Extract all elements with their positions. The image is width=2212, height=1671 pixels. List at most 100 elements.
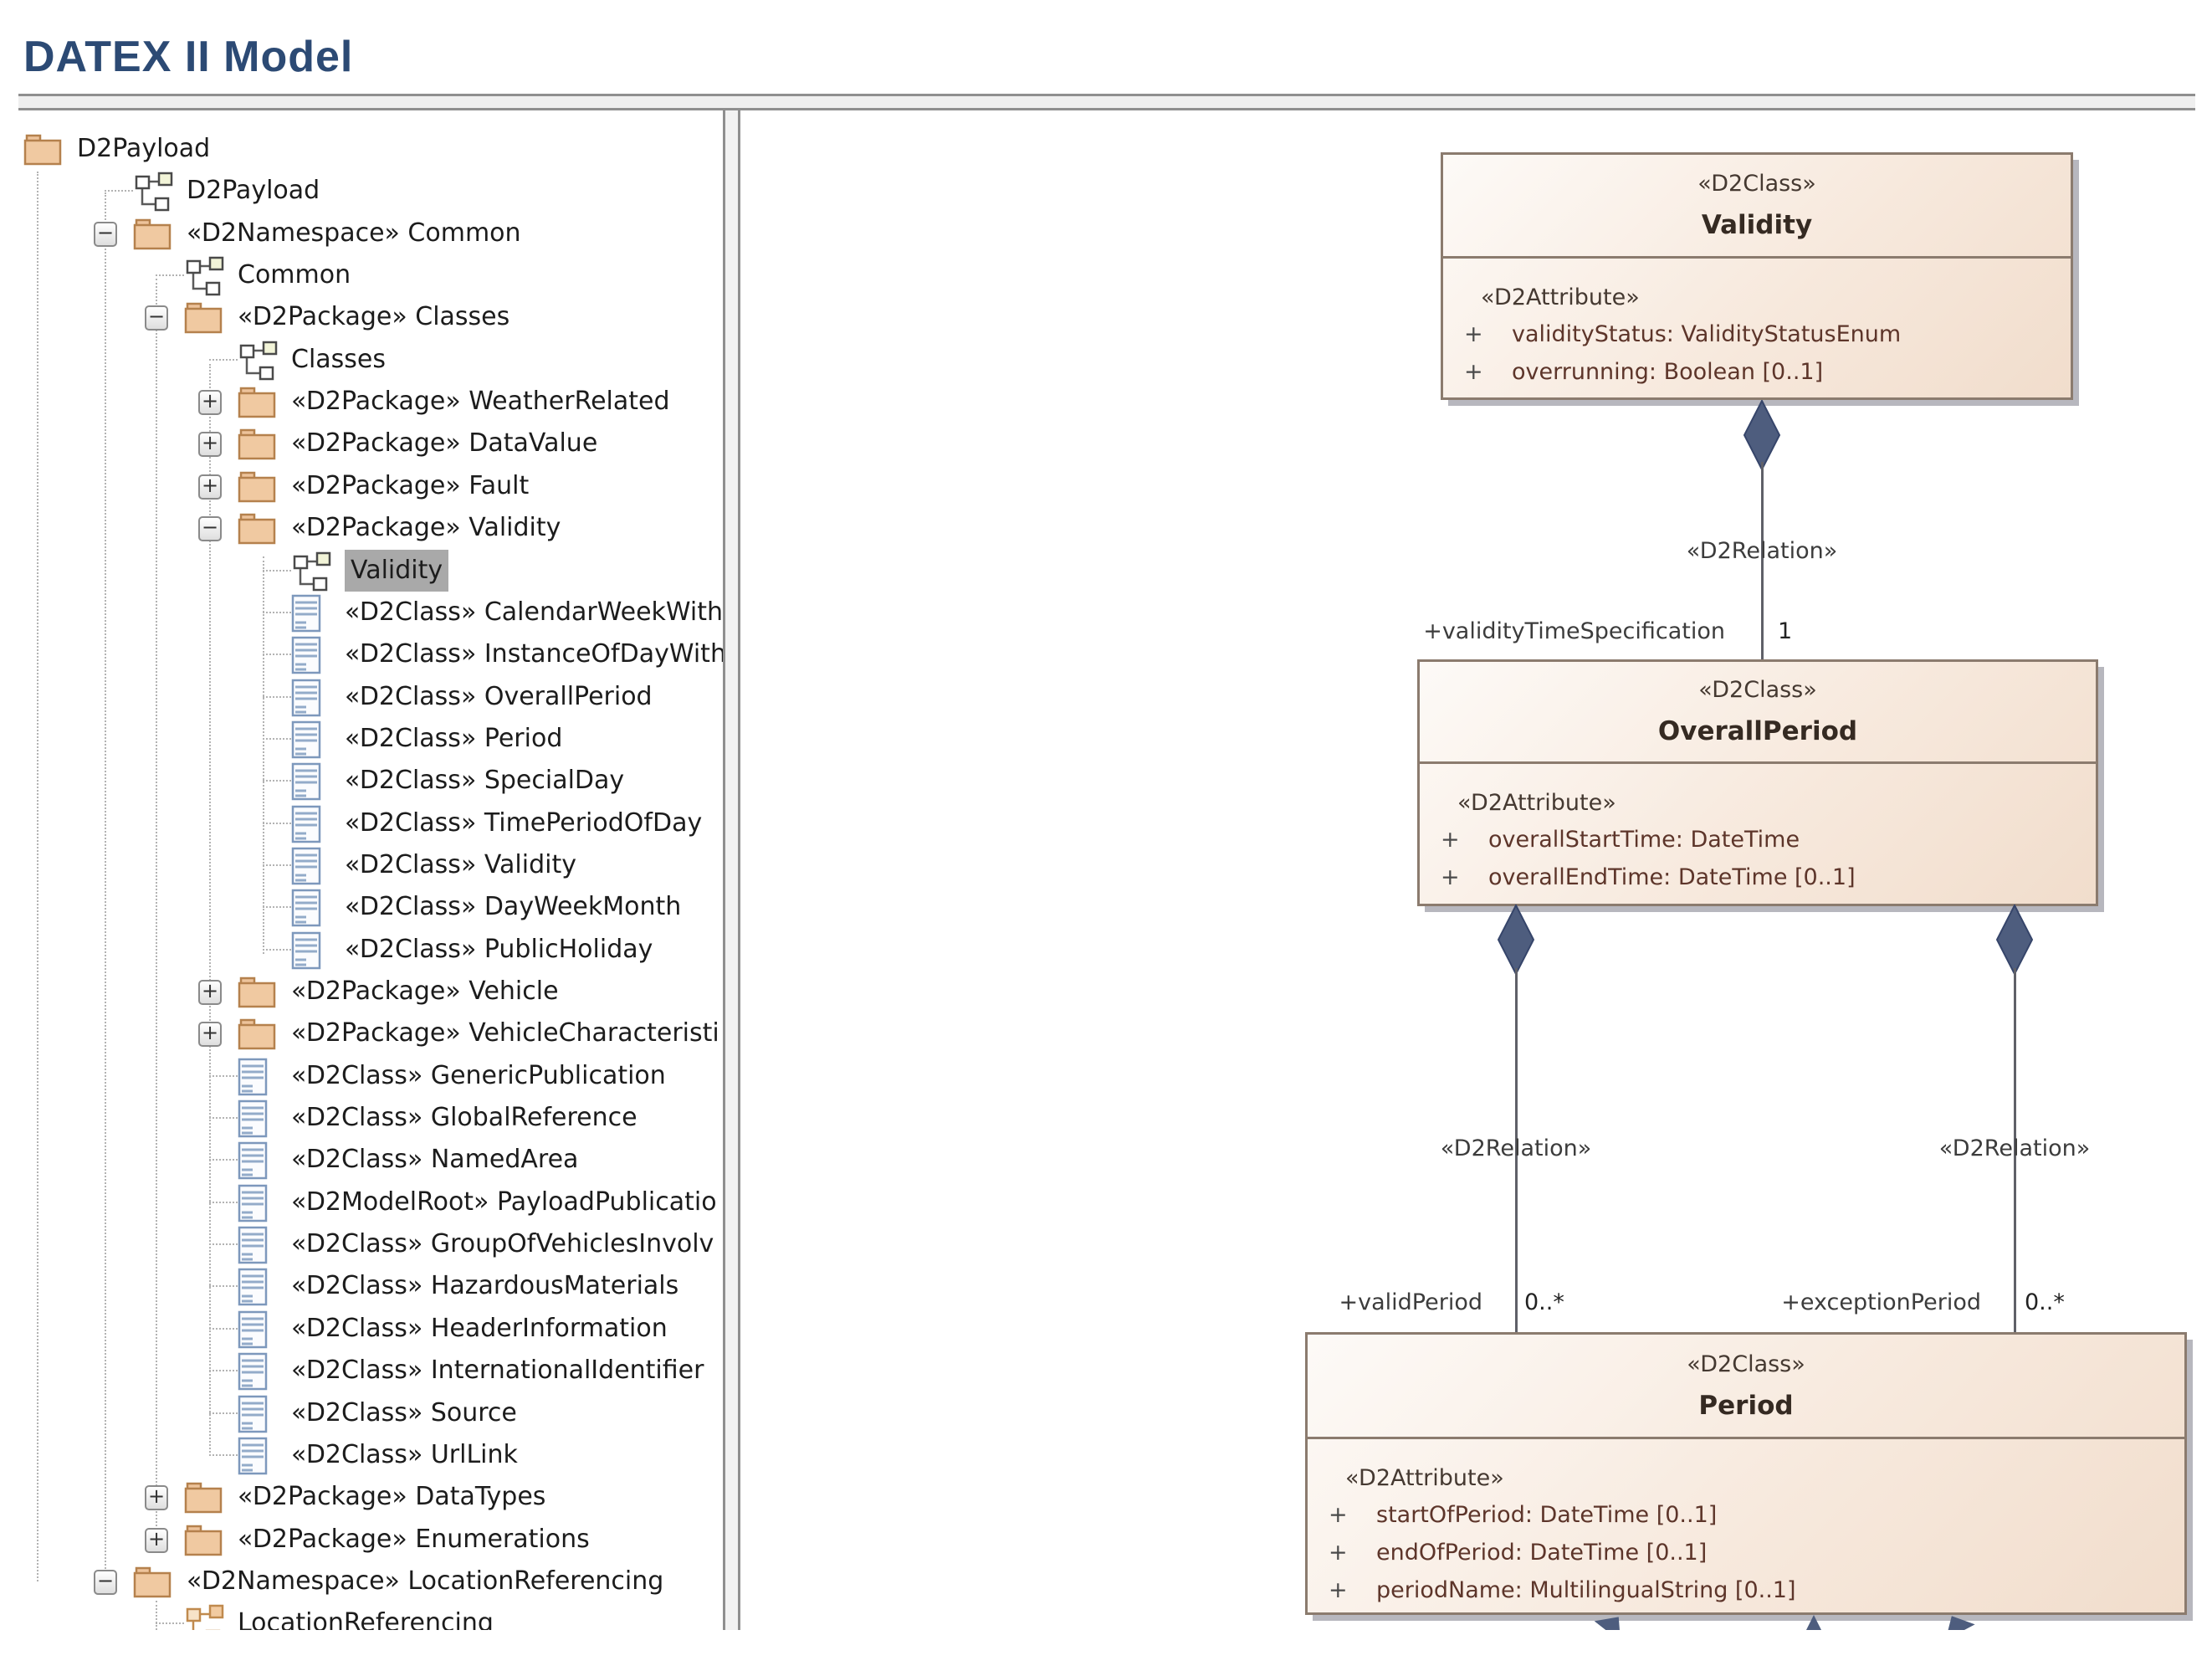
tree-item-label[interactable]: D2Payload xyxy=(187,176,320,206)
tree-item-label[interactable]: «D2Package» DataValue xyxy=(291,428,598,459)
tree-item-label[interactable]: «D2Package» Classes xyxy=(238,302,510,332)
tree-item[interactable]: «D2Package» DataTypes + xyxy=(0,1476,723,1518)
tree-item[interactable]: «D2Package» VehicleCharacteristi + xyxy=(0,1012,723,1054)
tree-item-label[interactable]: «D2Class» SpecialDay xyxy=(345,766,625,796)
tree-connector xyxy=(263,948,291,951)
tree-item[interactable]: D2Payload xyxy=(0,170,723,212)
tree-item[interactable]: «D2Package» Enumerations + xyxy=(0,1519,723,1561)
tree-item[interactable]: «D2Class» DayWeekMonth xyxy=(0,886,723,928)
tree-item-label[interactable]: «D2Class» InstanceOfDayWith xyxy=(345,639,723,669)
tree-item-label[interactable]: «D2Package» VehicleCharacteristi xyxy=(291,1018,719,1048)
tree-item[interactable]: «D2Package» Classes − xyxy=(0,296,723,338)
tree-item-label[interactable]: «D2Namespace» Common xyxy=(187,218,521,248)
tree-item-label[interactable]: «D2Class» GenericPublication xyxy=(291,1060,666,1090)
tree-item[interactable]: «D2Class» UrlLink xyxy=(0,1434,723,1476)
tree-item-label[interactable]: «D2Package» DataTypes xyxy=(238,1482,546,1512)
tree-item-label[interactable]: «D2Class» InternationalIdentifier xyxy=(291,1356,704,1386)
tree-item-label[interactable]: «D2Class» Source xyxy=(291,1397,517,1428)
tree-item-label[interactable]: Validity xyxy=(345,549,449,592)
tree-item-label[interactable]: «D2Class» PublicHoliday xyxy=(345,934,653,964)
tree-item-label[interactable]: «D2Class» GlobalReference xyxy=(291,1103,637,1133)
composition-diamond-icon xyxy=(1996,905,2033,975)
expander-minus-icon[interactable]: − xyxy=(198,516,222,542)
tree-item[interactable]: «D2Class» InstanceOfDayWith xyxy=(0,633,723,675)
class-box-validity[interactable]: «D2Class» Validity «D2Attribute» +validi… xyxy=(1441,152,2073,400)
tree-item[interactable]: «D2Package» Validity − xyxy=(0,507,723,549)
tree-item-label[interactable]: «D2Class» OverallPeriod xyxy=(345,681,653,711)
expander-plus-icon[interactable]: + xyxy=(198,474,222,500)
project-browser-panel[interactable]: D2Payload D2Payload «D2Namespace» Common… xyxy=(0,110,723,1630)
tree-item-label[interactable]: «D2Class» Validity xyxy=(345,849,576,879)
tree-item-label[interactable]: «D2Class» NamedArea xyxy=(291,1145,579,1175)
tree-connector xyxy=(263,654,291,656)
tree-item[interactable]: «D2Class» GlobalReference xyxy=(0,1097,723,1139)
expander-minus-icon[interactable]: − xyxy=(94,1569,117,1595)
attribute-row: +overallEndTime: DateTime [0..1] xyxy=(1441,864,1856,890)
expander-plus-icon[interactable]: + xyxy=(145,1485,168,1511)
tree-item-label[interactable]: «D2Class» DayWeekMonth xyxy=(345,892,682,922)
tree-guide-line xyxy=(156,1601,157,1630)
tree-item[interactable]: «D2Package» WeatherRelated + xyxy=(0,381,723,423)
tree-item-label[interactable]: «D2Package» WeatherRelated xyxy=(291,387,670,417)
tree-item-label[interactable]: «D2Class» UrlLink xyxy=(291,1439,518,1469)
tree-item[interactable]: «D2Class» Validity xyxy=(0,844,723,886)
tree-item[interactable]: «D2Class» OverallPeriod xyxy=(0,676,723,718)
panel-splitter[interactable] xyxy=(723,110,740,1630)
tree-item[interactable]: «D2Class» GroupOfVehiclesInvolv xyxy=(0,1223,723,1265)
tree-item-label[interactable]: «D2Package» Fault xyxy=(291,470,530,500)
tree-item[interactable]: Validity xyxy=(0,549,723,592)
expander-plus-icon[interactable]: + xyxy=(198,980,222,1005)
tree-item-label[interactable]: Common xyxy=(238,260,351,290)
tree-item-label[interactable]: «D2Class» HazardousMaterials xyxy=(291,1271,679,1301)
tree-item[interactable]: «D2Class» InternationalIdentifier xyxy=(0,1350,723,1392)
tree-item-label[interactable]: «D2Class» GroupOfVehiclesInvolv xyxy=(291,1229,714,1259)
tree-item-label[interactable]: «D2Class» HeaderInformation xyxy=(291,1313,668,1343)
expander-plus-icon[interactable]: + xyxy=(198,432,222,458)
package-folder-icon xyxy=(238,976,276,1012)
tree-item-label[interactable]: «D2Package» Validity xyxy=(291,513,561,543)
tree-item[interactable]: Classes xyxy=(0,339,723,381)
tree-item[interactable]: «D2Class» Source xyxy=(0,1392,723,1434)
tree-item-label[interactable]: «D2ModelRoot» PayloadPublicatio xyxy=(291,1187,717,1217)
tree-connector xyxy=(209,1201,238,1203)
tree-item[interactable]: «D2Namespace» LocationReferencing − xyxy=(0,1561,723,1602)
tree-item[interactable]: «D2Class» HazardousMaterials xyxy=(0,1265,723,1307)
tree-item[interactable]: «D2Namespace» Common − xyxy=(0,213,723,254)
tree-item[interactable]: «D2Package» DataValue + xyxy=(0,423,723,464)
expander-minus-icon[interactable]: − xyxy=(94,221,117,247)
expander-plus-icon[interactable]: + xyxy=(198,1022,222,1048)
tree-item-label[interactable]: «D2Class» Period xyxy=(345,723,563,753)
tree-item-label[interactable]: «D2Class» CalendarWeekWith xyxy=(345,597,723,627)
tree-item-label[interactable]: «D2Package» Vehicle xyxy=(291,976,559,1006)
package-folder-icon xyxy=(23,133,62,170)
tree-item[interactable]: «D2Class» PublicHoliday xyxy=(0,929,723,971)
tree-item[interactable]: «D2ModelRoot» PayloadPublicatio xyxy=(0,1181,723,1223)
tree-item-label[interactable]: LocationReferencing xyxy=(238,1608,494,1630)
tree-item-label[interactable]: «D2Package» Enumerations xyxy=(238,1524,590,1554)
tree-item[interactable]: D2Payload xyxy=(0,128,723,170)
tree-item[interactable]: «D2Class» Period xyxy=(0,718,723,760)
class-box-overall-period[interactable]: «D2Class» OverallPeriod «D2Attribute» +o… xyxy=(1417,659,2098,906)
tree-connector xyxy=(263,611,291,613)
attribute-row: +overrunning: Boolean [0..1] xyxy=(1464,359,1824,385)
expander-plus-icon[interactable]: + xyxy=(198,390,222,416)
tree-item[interactable]: «D2Package» Vehicle + xyxy=(0,971,723,1012)
tree-item[interactable]: «D2Class» SpecialDay xyxy=(0,760,723,802)
expander-plus-icon[interactable]: + xyxy=(145,1527,168,1553)
tree-item-label[interactable]: «D2Class» TimePeriodOfDay xyxy=(345,807,703,838)
class-icon xyxy=(291,636,321,678)
tree-item[interactable]: LocationReferencing xyxy=(0,1602,723,1630)
class-box-period[interactable]: «D2Class» Period «D2Attribute» +startOfP… xyxy=(1305,1332,2187,1615)
diagram-canvas[interactable]: «D2Class» Validity «D2Attribute» +validi… xyxy=(740,110,2212,1630)
tree-item[interactable]: «D2Package» Fault + xyxy=(0,465,723,507)
tree-item[interactable]: «D2Class» HeaderInformation xyxy=(0,1308,723,1350)
tree-item-label[interactable]: «D2Namespace» LocationReferencing xyxy=(187,1566,664,1596)
tree-item[interactable]: «D2Class» TimePeriodOfDay xyxy=(0,802,723,844)
tree-item-label[interactable]: Classes xyxy=(291,344,387,374)
tree-item-label[interactable]: D2Payload xyxy=(77,134,211,163)
tree-item[interactable]: «D2Class» CalendarWeekWith xyxy=(0,592,723,633)
tree-item[interactable]: «D2Class» NamedArea xyxy=(0,1139,723,1181)
tree-item[interactable]: «D2Class» GenericPublication xyxy=(0,1055,723,1097)
tree-item[interactable]: Common xyxy=(0,254,723,296)
expander-minus-icon[interactable]: − xyxy=(145,305,168,331)
